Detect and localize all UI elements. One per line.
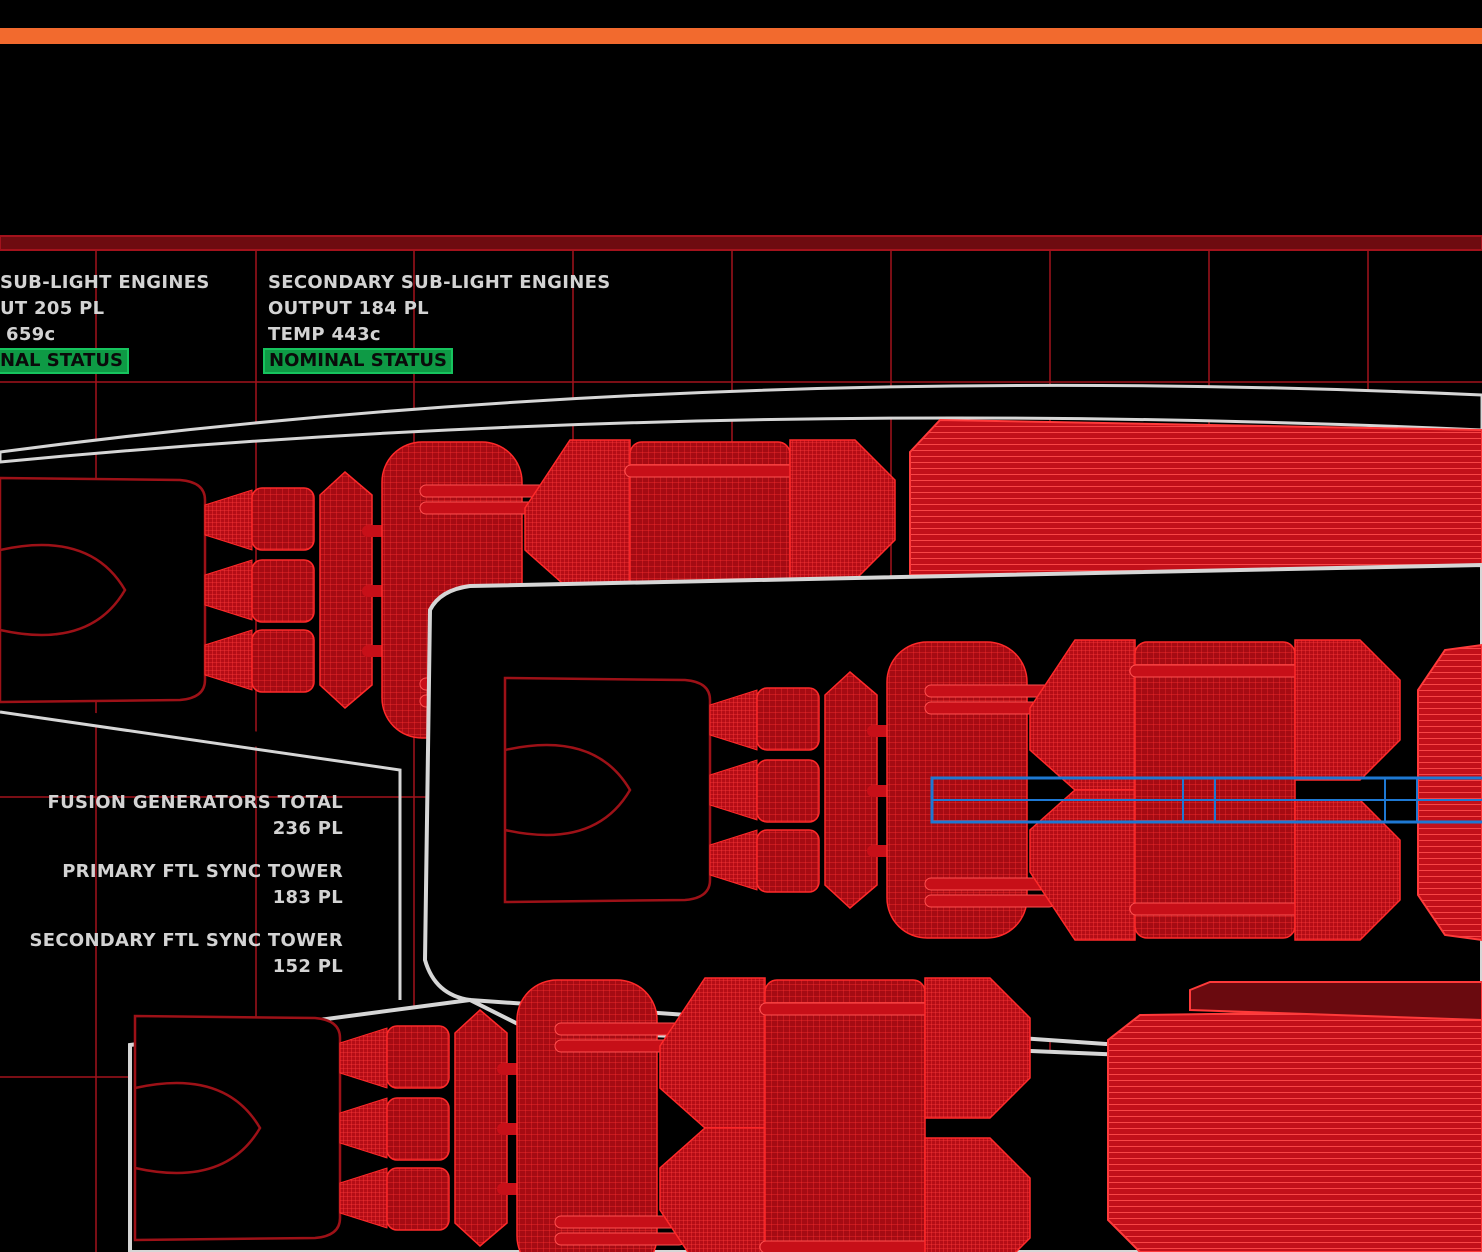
secondary-engine-temp: TEMP 443c [268, 324, 381, 345]
top-status-bar [0, 28, 1482, 44]
fusion-total-value: 236 PL [272, 818, 343, 839]
middle-engine-assembly [503, 638, 1402, 942]
primary-engine-title: SUB-LIGHT ENGINES [0, 272, 210, 293]
secondary-ftl-value: 152 PL [272, 956, 343, 977]
upper-fuel-tank [909, 418, 1482, 576]
primary-ftl-label: PRIMARY FTL SYNC TOWER [62, 861, 343, 882]
primary-engine-temp: 659c [6, 324, 56, 345]
secondary-ftl-label: SECONDARY FTL SYNC TOWER [29, 930, 343, 951]
primary-ftl-value: 183 PL [272, 887, 343, 908]
secondary-engine-output: OUTPUT 184 PL [268, 298, 429, 319]
upper-hull-outline [0, 383, 1482, 464]
lower-engine-assembly [133, 976, 1032, 1252]
primary-status-badge: NAL STATUS [0, 348, 129, 374]
ftl-conduit-highlight [930, 776, 1482, 824]
secondary-engine-title: SECONDARY SUB-LIGHT ENGINES [268, 272, 611, 293]
primary-engine-output: UT 205 PL [0, 298, 105, 319]
secondary-status-badge: NOMINAL STATUS [263, 348, 453, 374]
fusion-total-label: FUSION GENERATORS TOTAL [47, 792, 343, 813]
lower-fuel-tank [1107, 1008, 1482, 1252]
